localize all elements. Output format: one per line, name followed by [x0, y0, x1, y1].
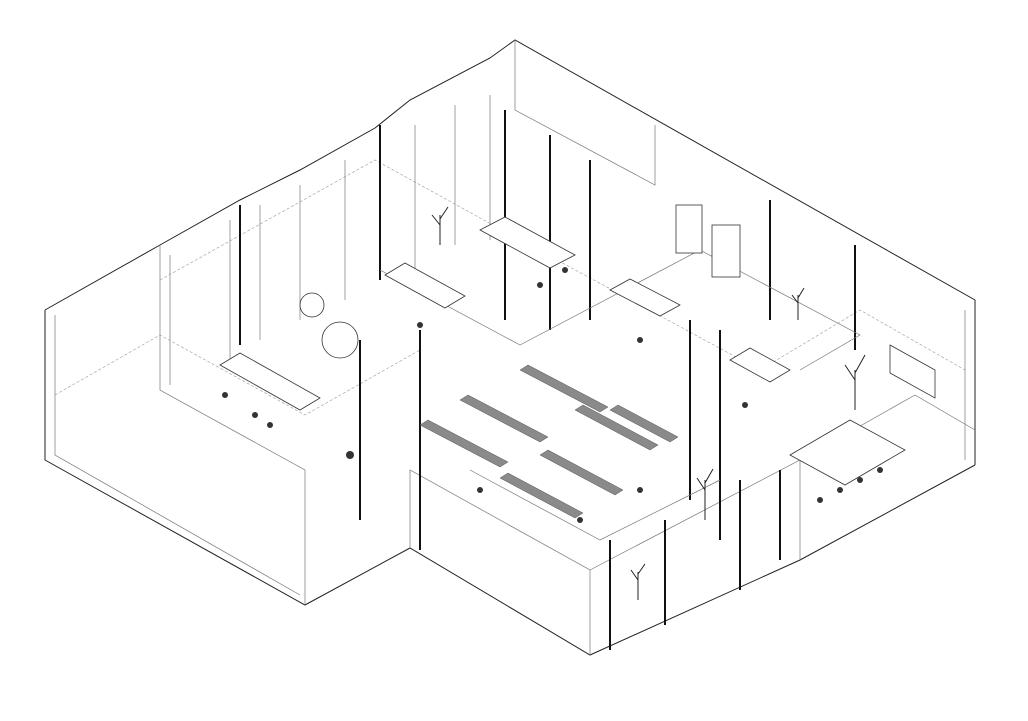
plant-icon — [844, 354, 866, 410]
desk-row — [419, 419, 509, 468]
lounge-chair — [299, 292, 325, 318]
glass-partitions — [169, 95, 861, 650]
desk-top — [384, 262, 466, 309]
desk-top — [479, 216, 576, 269]
plant-icon — [696, 468, 714, 520]
wall-screen — [889, 344, 936, 399]
round-table — [321, 321, 359, 359]
plant-icon — [630, 563, 646, 600]
desk-row — [519, 364, 609, 413]
meeting-table-left — [219, 352, 321, 411]
artwork-frame — [711, 224, 741, 278]
chairs — [222, 267, 883, 523]
desk-row — [574, 404, 659, 451]
plant-icon — [431, 206, 449, 245]
plant-icon — [791, 287, 805, 320]
desk-clusters — [419, 364, 679, 519]
desk-row — [499, 472, 584, 519]
desk-row — [609, 404, 679, 443]
artwork-frame — [675, 204, 703, 254]
meeting-table-right — [789, 419, 906, 486]
desk-row — [459, 394, 549, 443]
plants — [431, 206, 866, 600]
desk-top — [609, 278, 681, 317]
furniture — [219, 204, 936, 486]
desk-row — [539, 449, 624, 496]
building-shell — [44, 39, 976, 656]
desk-top — [729, 347, 791, 383]
